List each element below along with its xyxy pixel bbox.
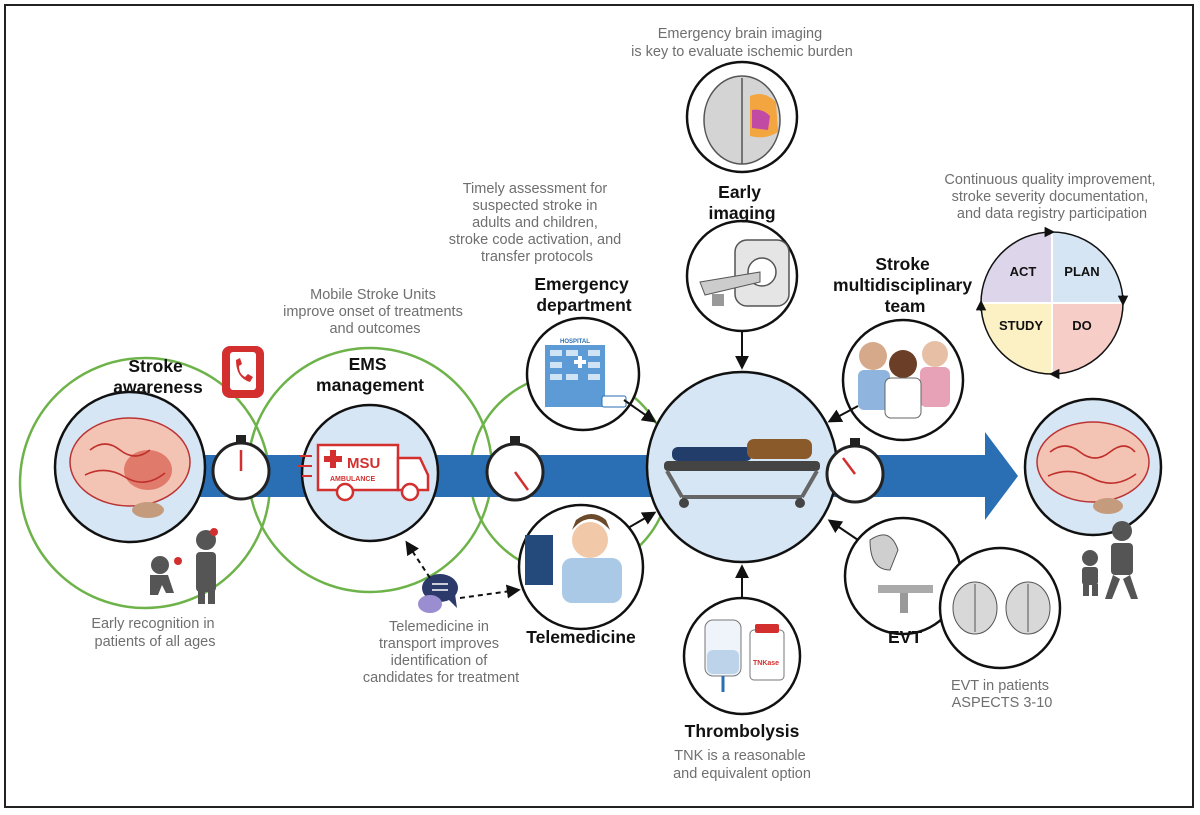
phone-icon bbox=[222, 346, 264, 398]
telemedicine-icon bbox=[525, 514, 622, 603]
hospital-label: HOSPITAL bbox=[560, 339, 590, 345]
ems-note: Mobile Stroke Units improve onset of tre… bbox=[283, 287, 467, 337]
ems-title: EMS management bbox=[316, 354, 424, 395]
hospital-icon: HOSPITAL bbox=[545, 339, 627, 408]
pdca-cycle: ACT PLAN STUDY DO bbox=[975, 226, 1129, 380]
chat-icon bbox=[418, 574, 458, 613]
pdca-act: ACT bbox=[1010, 264, 1037, 279]
ed-title: Emergency department bbox=[534, 274, 633, 315]
ambulance-label: AMBULANCE bbox=[330, 476, 375, 483]
stopwatch-icon bbox=[211, 435, 271, 501]
ct-scanner-icon bbox=[699, 239, 790, 307]
telemed-arrow-right bbox=[459, 584, 521, 599]
quality-note: Continuous quality improvement, stroke s… bbox=[944, 172, 1159, 222]
arrow-evt bbox=[827, 519, 859, 541]
evt-note: EVT in patients ASPECTS 3-10 bbox=[951, 678, 1053, 711]
brain-icon bbox=[952, 581, 1051, 635]
ambulance-icon: MSU AMBULANCE bbox=[298, 443, 430, 502]
brain-icon bbox=[703, 75, 781, 165]
team-title: Stroke multidisciplinary team bbox=[833, 254, 977, 316]
arrow-ed bbox=[623, 399, 657, 423]
ed-note: Timely assessment for suspected stroke i… bbox=[449, 181, 626, 265]
telemed-arrow-left bbox=[405, 540, 431, 579]
clinicians-icon bbox=[858, 341, 950, 419]
awareness-note: Early recognition in patients of all age… bbox=[91, 616, 218, 650]
brain-icon bbox=[69, 417, 191, 518]
stretcher-icon bbox=[664, 439, 820, 508]
figure-frame bbox=[4, 4, 1194, 808]
angiography-icon bbox=[869, 534, 933, 613]
arrow-team bbox=[827, 405, 859, 423]
evt-title: EVT bbox=[888, 627, 922, 647]
telemedicine-note: Telemedicine in transport improves ident… bbox=[363, 619, 519, 686]
aspects-circle bbox=[938, 546, 1062, 670]
brain-icon bbox=[1036, 421, 1150, 514]
child-icon bbox=[150, 556, 182, 595]
pdca-do: DO bbox=[1072, 318, 1092, 333]
thrombolysis-note: TNK is a reasonable and equivalent optio… bbox=[673, 748, 811, 782]
pdca-study: STUDY bbox=[999, 318, 1043, 333]
vial-icon: TNKase bbox=[749, 624, 785, 681]
person-icon bbox=[1105, 521, 1138, 599]
iv-bag-icon bbox=[704, 619, 742, 692]
telemedicine-title: Telemedicine bbox=[526, 627, 636, 647]
child-icon bbox=[1082, 550, 1098, 596]
arrow-telemedicine bbox=[627, 511, 657, 529]
pdca-plan: PLAN bbox=[1064, 264, 1099, 279]
person-icon bbox=[196, 528, 218, 604]
vial-label: TNKase bbox=[753, 660, 779, 667]
thrombolysis-title: Thrombolysis bbox=[685, 721, 800, 741]
msu-label: MSU bbox=[347, 455, 380, 472]
imaging-note: Emergency brain imaging is key to evalua… bbox=[631, 26, 853, 60]
imaging-title: Early imaging bbox=[708, 182, 775, 223]
stopwatch-icon bbox=[485, 436, 545, 502]
awareness-title: Stroke awareness bbox=[113, 356, 203, 397]
stopwatch-icon bbox=[825, 438, 885, 504]
